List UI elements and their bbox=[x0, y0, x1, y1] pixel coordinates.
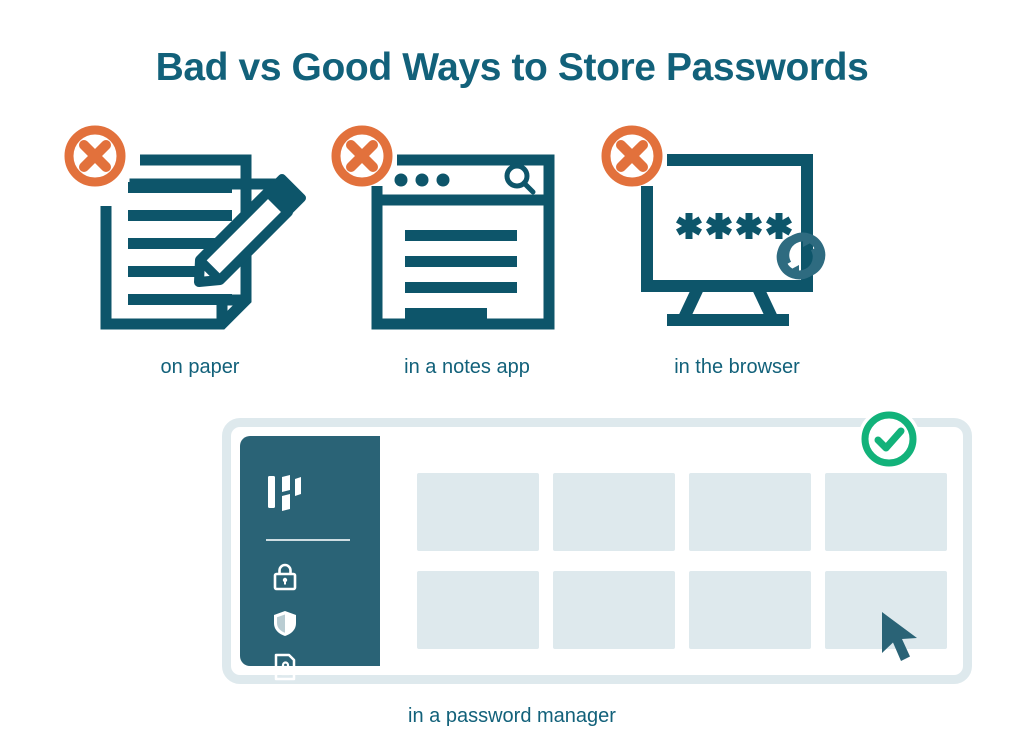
good-option-password-manager: in a password manager bbox=[222, 408, 982, 727]
bad-option-label-browser: in the browser bbox=[674, 356, 800, 378]
bad-option-paper: on paper bbox=[60, 120, 340, 390]
monitor-with-password-icon bbox=[601, 125, 826, 326]
x-circle-icon bbox=[64, 125, 126, 187]
search-icon bbox=[504, 163, 536, 195]
password-tile[interactable] bbox=[553, 473, 675, 551]
password-tile[interactable] bbox=[689, 571, 811, 649]
bad-options-row: on paper bbox=[0, 120, 1024, 390]
check-circle-icon bbox=[858, 408, 920, 470]
password-tile[interactable] bbox=[553, 571, 675, 649]
window-dot bbox=[415, 173, 429, 187]
bad-option-notes: in a notes app bbox=[327, 120, 607, 390]
bad-option-label-paper: on paper bbox=[160, 356, 240, 378]
document-with-pencil-icon bbox=[64, 125, 306, 330]
password-tile[interactable] bbox=[689, 473, 811, 551]
sidebar-divider bbox=[266, 539, 350, 541]
bad-option-browser: in the browser bbox=[597, 120, 877, 390]
good-option-label: in a password manager bbox=[408, 705, 616, 727]
password-manager-window bbox=[222, 418, 972, 684]
notes-app-window-icon bbox=[331, 125, 555, 330]
shield-icon[interactable] bbox=[270, 608, 300, 638]
sync-icon bbox=[776, 232, 826, 280]
password-manager-sidebar bbox=[240, 436, 380, 681]
x-circle-icon bbox=[601, 125, 663, 187]
x-circle-icon bbox=[331, 125, 393, 187]
bad-option-label-notes: in a notes app bbox=[404, 356, 530, 378]
dashlane-logo-icon bbox=[268, 475, 301, 511]
password-manager-grid bbox=[417, 473, 947, 649]
secure-document-icon[interactable] bbox=[270, 652, 300, 682]
mouse-pointer-icon bbox=[882, 612, 917, 661]
paper-icon-stage bbox=[60, 120, 340, 342]
page-title: Bad vs Good Ways to Store Passwords bbox=[155, 46, 869, 89]
window-dot bbox=[436, 173, 450, 187]
password-tile[interactable] bbox=[825, 473, 947, 551]
password-tile[interactable] bbox=[417, 571, 539, 649]
window-dot bbox=[394, 173, 408, 187]
password-tile[interactable] bbox=[417, 473, 539, 551]
browser-icon-stage bbox=[597, 120, 877, 342]
lock-icon[interactable] bbox=[270, 562, 300, 592]
notes-icon-stage bbox=[327, 120, 607, 342]
password-asterisks bbox=[675, 213, 793, 239]
